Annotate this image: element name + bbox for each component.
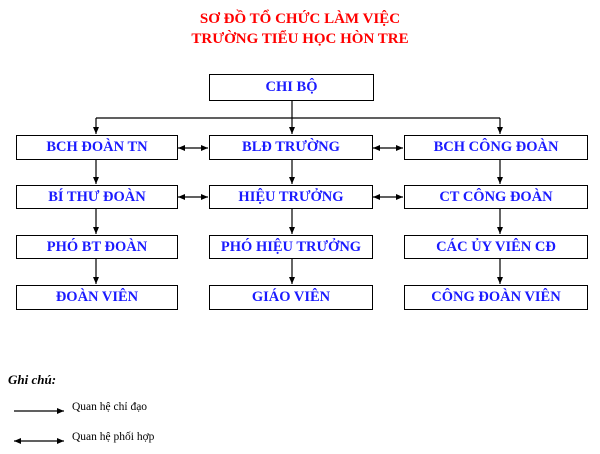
box-bi-thu-doan: BÍ THƯ ĐOÀN — [16, 185, 178, 209]
box-hieu-truong: HIỆU TRƯỞNG — [209, 185, 373, 209]
diagram-title-line2: TRƯỜNG TIỂU HỌC HÒN TRE — [191, 31, 409, 47]
box-pho-bt-doan: PHÓ BT ĐOÀN — [16, 235, 178, 259]
box-cong-doan-vien: CÔNG ĐOÀN VIÊN — [404, 285, 588, 310]
box-cac-uy-vien-cd: CÁC ỦY VIÊN CĐ — [404, 235, 588, 259]
box-bch-cong-doan: BCH CÔNG ĐOÀN — [404, 135, 588, 160]
box-pho-hieu-truong: PHÓ HIỆU TRƯỞNG — [209, 235, 373, 259]
box-giao-vien: GIÁO VIÊN — [209, 285, 373, 310]
diagram-title-line1: SƠ ĐỒ TỔ CHỨC LÀM VIỆC — [199, 11, 401, 27]
legend-direct-label: Quan hệ chỉ đạo — [72, 401, 148, 413]
box-bld-truong: BLĐ TRƯỜNG — [209, 135, 373, 160]
legend-title: Ghi chú: — [8, 372, 57, 387]
legend-coordinate-label: Quan hệ phối hợp — [72, 431, 155, 443]
box-chi-bo: CHI BỘ — [209, 74, 374, 101]
box-ct-cong-doan: CT CÔNG ĐOÀN — [404, 185, 588, 209]
box-doan-vien: ĐOÀN VIÊN — [16, 285, 178, 310]
box-bch-doan-tn: BCH ĐOÀN TN — [16, 135, 178, 160]
